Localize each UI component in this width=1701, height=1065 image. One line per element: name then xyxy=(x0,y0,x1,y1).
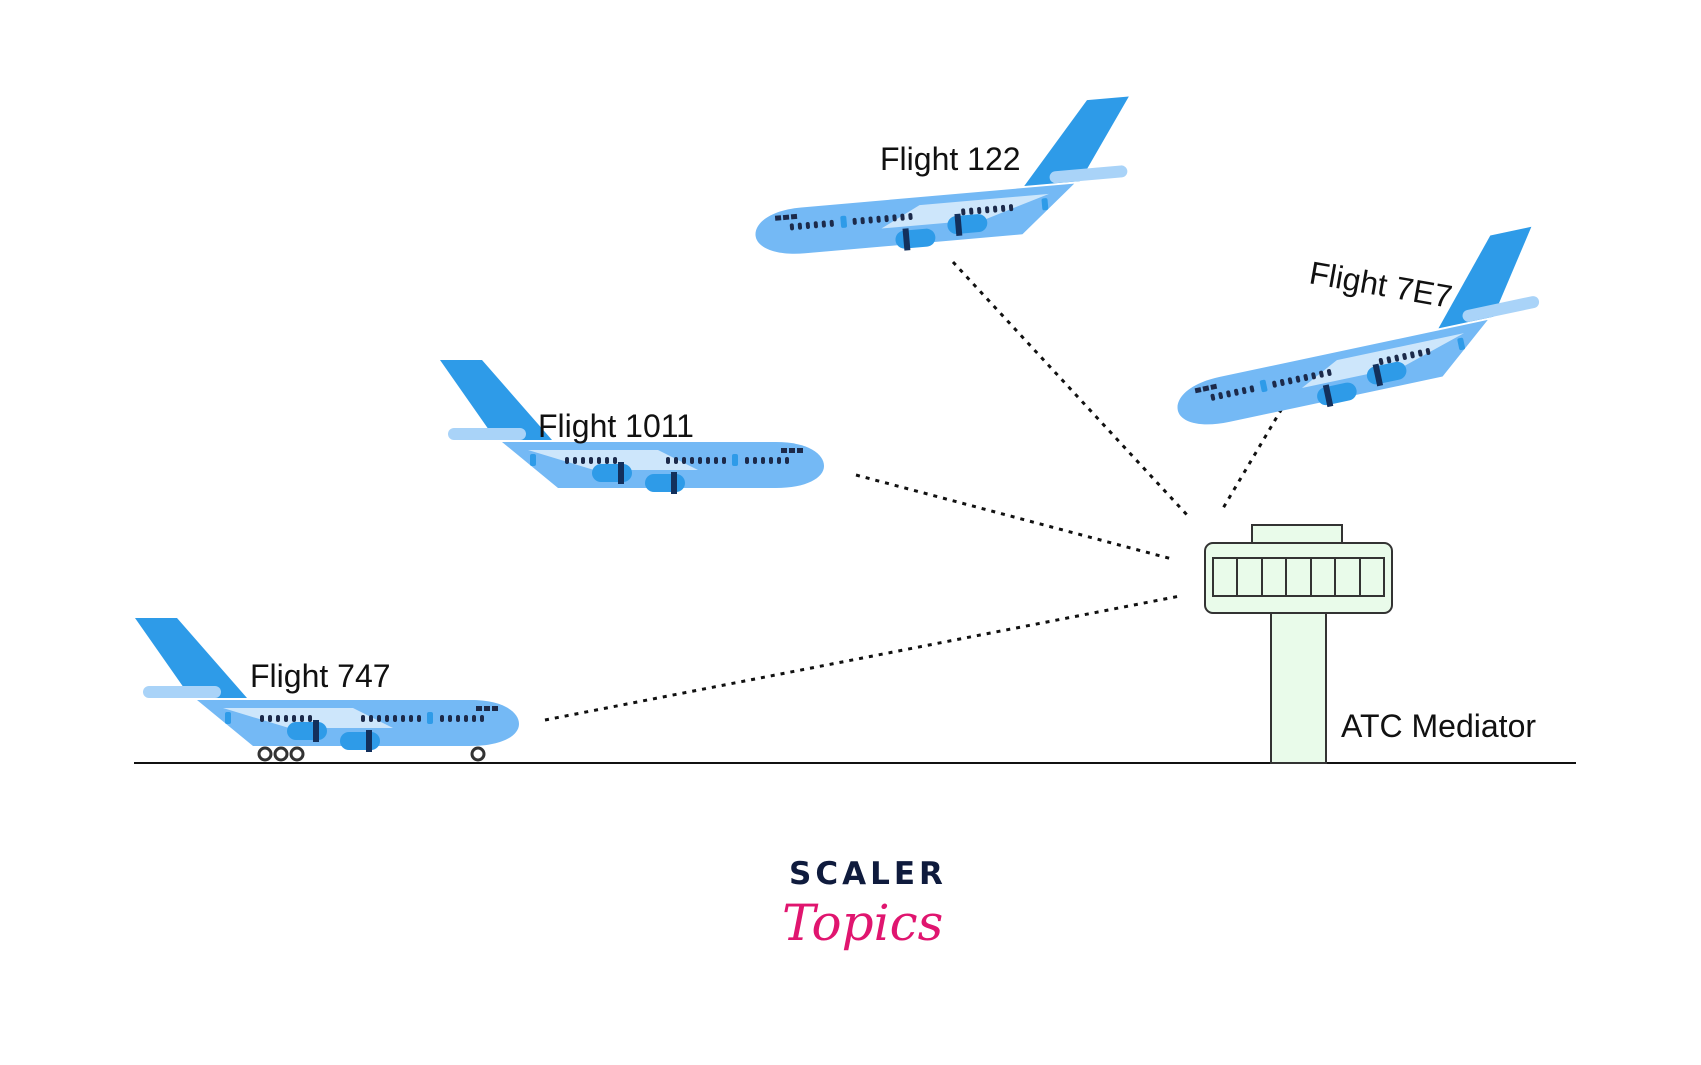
flight-122-plane xyxy=(746,96,1141,264)
flight-747-label: Flight 747 xyxy=(250,658,391,694)
connection-lines xyxy=(544,260,1309,722)
scaler-topics-logo: SCALER Topics xyxy=(782,856,947,952)
connection-flight-1011 xyxy=(855,473,1173,561)
atc-tower xyxy=(1204,524,1393,764)
connection-flight-7e7 xyxy=(1220,365,1309,511)
atc-tower-top xyxy=(1251,524,1343,544)
connection-flight-122 xyxy=(951,260,1190,518)
connection-flight-747 xyxy=(544,594,1181,722)
flight-122-label: Flight 122 xyxy=(880,141,1021,177)
brand-line-1: SCALER xyxy=(789,856,947,892)
flight-7e7-label: Flight 7E7 xyxy=(1307,254,1455,314)
atc-tower-windows xyxy=(1212,557,1385,597)
atc-tower-shaft xyxy=(1270,612,1327,764)
brand-line-2: Topics xyxy=(782,894,943,952)
atc-mediator-label: ATC Mediator xyxy=(1341,708,1536,744)
flight-747-landing-gear xyxy=(257,746,486,762)
flight-7e7-plane xyxy=(1155,226,1560,438)
flight-1011-label: Flight 1011 xyxy=(538,408,694,444)
